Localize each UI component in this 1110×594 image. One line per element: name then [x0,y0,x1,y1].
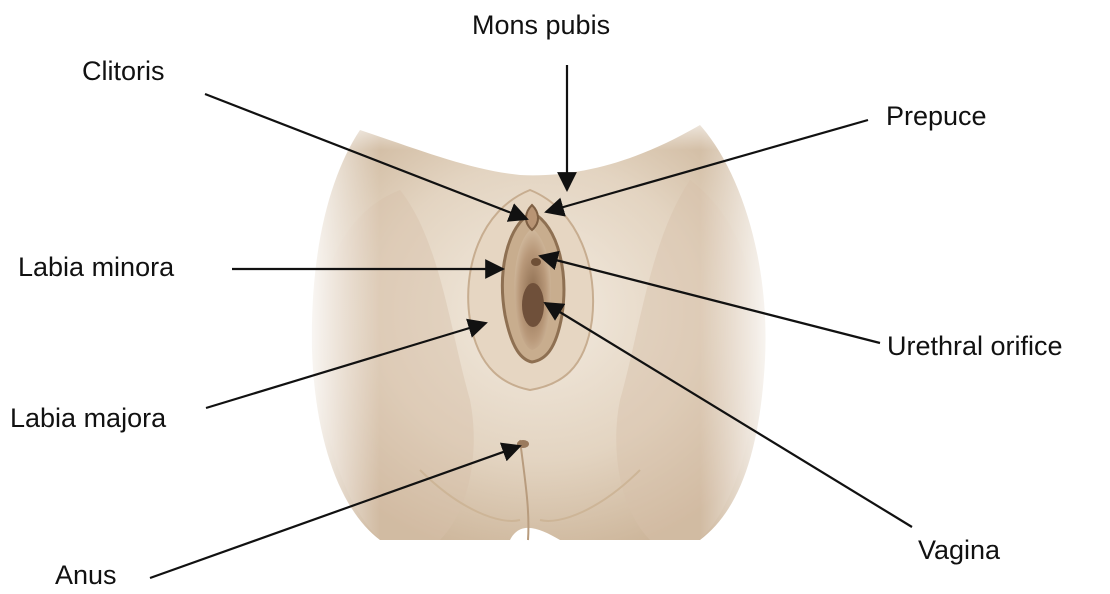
label-prepuce: Prepuce [886,103,987,130]
label-labia-minora: Labia minora [18,254,174,281]
label-mons-pubis: Mons pubis [472,12,610,39]
label-labia-majora: Labia majora [10,405,166,432]
label-urethral-orifice: Urethral orifice [887,333,1063,360]
label-vagina: Vagina [918,537,1000,564]
label-anus: Anus [55,562,117,589]
label-clitoris: Clitoris [82,58,165,85]
